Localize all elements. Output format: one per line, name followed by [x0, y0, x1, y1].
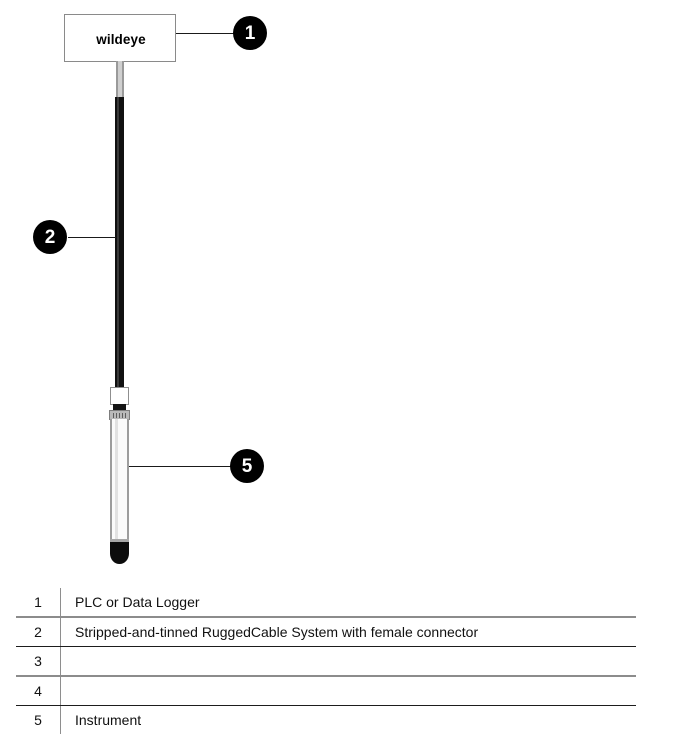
legend-column-divider — [60, 706, 61, 734]
cable-highlight — [117, 97, 119, 387]
conductor-core — [118, 61, 122, 99]
legend-row-separator — [16, 616, 636, 618]
callout-2-number: 2 — [44, 226, 56, 248]
legend-item-description: Instrument — [75, 712, 142, 728]
instrument-barrel-shading — [115, 419, 118, 546]
stripped-tinned-conductors — [116, 61, 124, 99]
plc-data-logger-enclosure: wildeye — [64, 14, 176, 62]
ruggedcable-system — [115, 97, 124, 387]
connector-ridge-tick — [113, 413, 114, 418]
instrument-barrel — [110, 419, 129, 546]
legend-column-divider — [60, 588, 61, 616]
table-row: 1 PLC or Data Logger — [16, 588, 636, 616]
legend-item-number: 3 — [34, 653, 42, 669]
connector-collar — [110, 387, 129, 405]
legend-item-number: 4 — [34, 683, 42, 699]
legend-column-divider — [60, 677, 61, 705]
connector-ridge-tick — [122, 413, 123, 418]
table-row: 5 Instrument — [16, 706, 636, 734]
callout-marker-1: 1 — [233, 16, 267, 50]
callout-marker-2: 2 — [33, 220, 67, 254]
legend-item-number: 5 — [34, 712, 42, 728]
connector-ridge-tick — [125, 413, 126, 418]
table-row: 2 Stripped-and-tinned RuggedCable System… — [16, 618, 636, 646]
connector-ridge-tick — [119, 413, 120, 418]
table-row: 3 — [16, 647, 636, 675]
conductor-left — [116, 61, 118, 99]
legend-row-separator — [16, 705, 636, 706]
legend-row-separator — [16, 675, 636, 677]
legend-item-number: 2 — [34, 624, 42, 640]
legend-column-divider — [60, 618, 61, 646]
callout-5-leader-line — [129, 466, 234, 467]
callout-marker-5: 5 — [230, 449, 264, 483]
legend-item-number: 1 — [34, 594, 42, 610]
table-row: 4 — [16, 677, 636, 705]
instrument-seam — [110, 539, 129, 542]
legend-column-divider — [60, 647, 61, 675]
device-brand-label: wildeye — [96, 31, 146, 47]
connector-ridge-tick — [116, 413, 117, 418]
parts-legend-table: 1 PLC or Data Logger 2 Stripped-and-tinn… — [16, 588, 636, 734]
legend-item-description: PLC or Data Logger — [75, 594, 200, 610]
connector-band — [113, 404, 126, 411]
callout-5-number: 5 — [241, 455, 253, 477]
legend-item-description: Stripped-and-tinned RuggedCable System w… — [75, 624, 479, 640]
conductor-right — [122, 61, 124, 99]
legend-row-separator — [16, 646, 636, 647]
callout-1-leader-line — [176, 33, 238, 34]
instrument-sensor-tip — [110, 542, 129, 564]
callout-2-leader-line — [68, 237, 116, 238]
callout-1-number: 1 — [244, 22, 256, 44]
equipment-diagram: wildeye 1 2 5 — [33, 14, 267, 564]
